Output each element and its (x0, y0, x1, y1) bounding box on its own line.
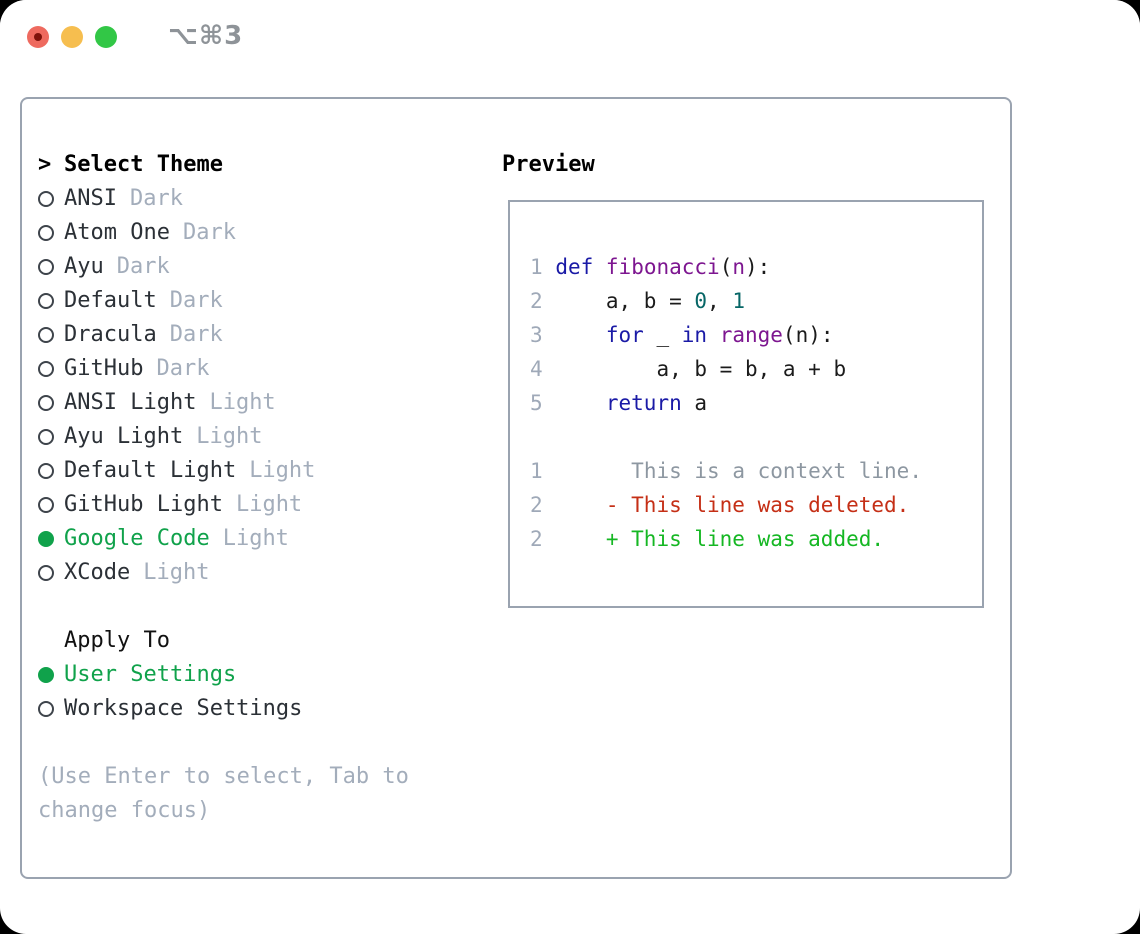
theme-option[interactable]: Atom One Dark (38, 216, 315, 250)
theme-variant-tag: Dark (156, 356, 210, 381)
radio-icon (38, 225, 64, 241)
option-label: User Settings (64, 662, 237, 687)
unsaved-indicator-dot (34, 33, 42, 41)
select-theme-label: Select Theme (64, 152, 223, 177)
apply-to-option[interactable]: User Settings (38, 658, 302, 692)
theme-option[interactable]: Default Light Light (38, 454, 315, 488)
theme-option[interactable]: ANSI Light Light (38, 386, 315, 420)
radio-icon (38, 565, 64, 581)
preview-header: Preview (502, 152, 595, 177)
option-label: Workspace Settings (64, 696, 303, 721)
theme-option[interactable]: GitHub Light Light (38, 488, 315, 522)
option-label: Default (64, 288, 157, 313)
minimize-button[interactable] (61, 26, 83, 48)
code-line: 2 - This line was deleted. (530, 493, 910, 517)
apply-to-option[interactable]: Workspace Settings (38, 692, 302, 726)
theme-option[interactable]: Dracula Dark (38, 318, 315, 352)
theme-variant-tag: Light (196, 424, 263, 449)
code-blank-line (530, 420, 982, 454)
theme-option[interactable]: Default Dark (38, 284, 315, 318)
code-line: 4 a, b = b, a + b (530, 357, 847, 381)
radio-selected-icon (38, 667, 64, 683)
code-line: 1 def fibonacci(n): (530, 255, 771, 279)
help-line: change focus) (38, 798, 211, 823)
theme-variant-tag: Light (143, 560, 210, 585)
prompt-icon: > (38, 152, 52, 177)
apply-to-header: Apply To (38, 624, 302, 658)
window-title-shortcut: ⌥⌘3 (168, 21, 244, 51)
code-line: 5 return a (530, 391, 708, 415)
option-label: GitHub Light (64, 492, 223, 517)
select-theme-header: > Select Theme (38, 148, 315, 182)
radio-icon (38, 361, 64, 377)
apply-to-label: Apply To (64, 628, 170, 653)
option-label: Default Light (64, 458, 237, 483)
theme-variant-tag: Dark (169, 288, 223, 313)
help-text: (Use Enter to select, Tab to change focus… (38, 760, 409, 828)
option-label: Ayu Light (64, 424, 184, 449)
theme-option[interactable]: ANSI Dark (38, 182, 315, 216)
radio-icon (38, 395, 64, 411)
code-preview: 1 def fibonacci(n): 2 a, b = 0, 1 3 for _ … (530, 250, 982, 556)
theme-variant-tag: Dark (182, 220, 236, 245)
zoom-button[interactable] (95, 26, 117, 48)
theme-variant-tag: Light (222, 526, 289, 551)
theme-option[interactable]: Google Code Light (38, 522, 315, 556)
radio-icon (38, 293, 64, 309)
preview-box: 1 def fibonacci(n): 2 a, b = 0, 1 3 for _ … (508, 200, 984, 608)
option-label: ANSI Light (64, 390, 197, 415)
theme-variant-tag: Light (235, 492, 303, 517)
theme-variant-tag: Dark (169, 322, 223, 347)
option-label: Ayu (64, 254, 104, 279)
theme-option[interactable]: Ayu Dark (38, 250, 315, 284)
option-label: Google Code (64, 526, 210, 551)
radio-icon (38, 497, 64, 513)
radio-icon (38, 463, 64, 479)
theme-variant-tag: Dark (129, 186, 183, 211)
radio-icon (38, 701, 64, 717)
theme-variant-tag: Dark (116, 254, 170, 279)
code-line: 3 for _ in range(n): (530, 323, 834, 347)
theme-option[interactable]: Ayu Light Light (38, 420, 315, 454)
option-label: XCode (64, 560, 131, 585)
option-label: Atom One (64, 220, 170, 245)
theme-variant-tag: Light (209, 390, 276, 415)
radio-selected-icon (38, 531, 64, 547)
radio-icon (38, 327, 64, 343)
theme-option[interactable]: GitHub Dark (38, 352, 315, 386)
help-line: (Use Enter to select, Tab to (38, 764, 409, 789)
window-titlebar: ⌥⌘3 (0, 0, 1140, 74)
radio-icon (38, 191, 64, 207)
close-button[interactable] (27, 26, 49, 48)
code-line: 1 This is a context line. (530, 459, 922, 483)
theme-variant-tag: Light (249, 458, 316, 483)
code-line: 2 a, b = 0, 1 (530, 289, 745, 313)
option-label: GitHub (64, 356, 144, 381)
theme-option[interactable]: XCode Light (38, 556, 315, 590)
radio-icon (38, 429, 64, 445)
code-line: 2 + This line was added. (530, 527, 885, 551)
option-label: Dracula (64, 322, 157, 347)
radio-icon (38, 259, 64, 275)
option-label: ANSI (64, 186, 117, 211)
